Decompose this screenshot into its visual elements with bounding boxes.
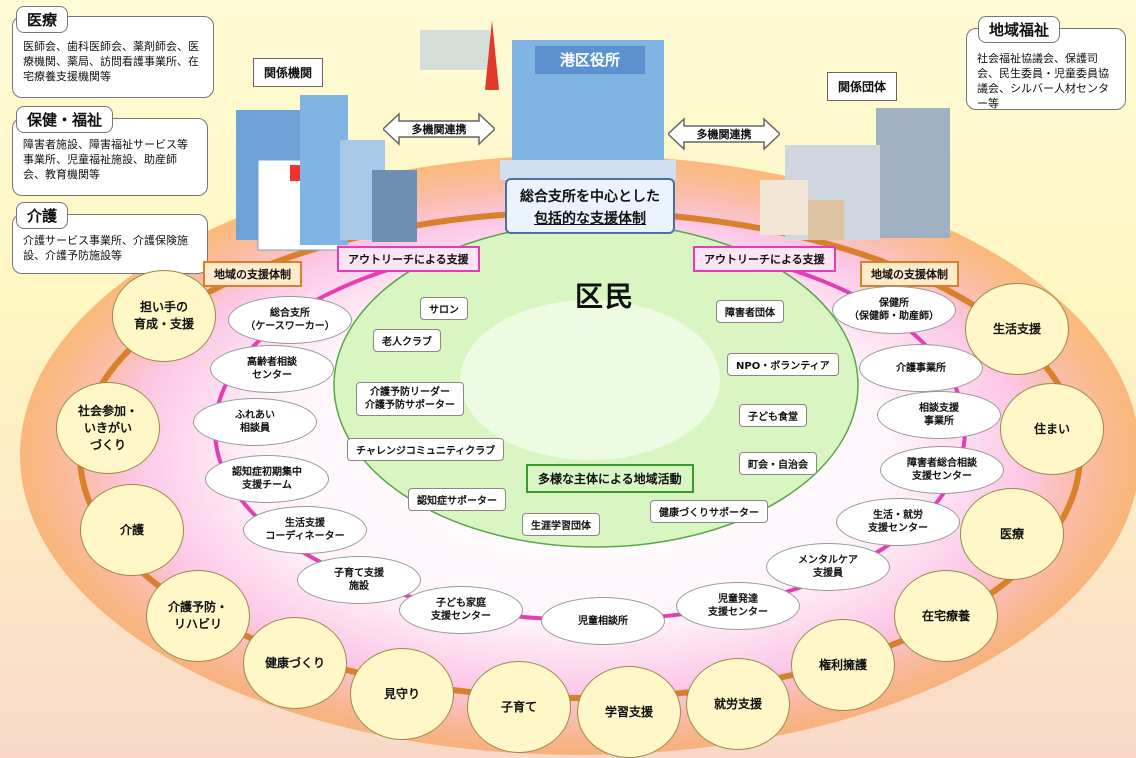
support-node: 生活支援コーディネーター bbox=[243, 506, 367, 554]
group-buildings bbox=[760, 108, 950, 240]
care-body: 介護サービス事業所、介護保険施設、介護予防施設等 bbox=[23, 234, 188, 262]
related-groups-tag: 関係団体 bbox=[827, 72, 898, 101]
outer-node: 就労支援 bbox=[686, 658, 790, 750]
outer-node: 健康づくり bbox=[243, 617, 347, 709]
activities-label: 多様な主体による地域活動 bbox=[526, 464, 694, 493]
activity-item: 生涯学習団体 bbox=[522, 513, 600, 536]
multi-agency-label-left: 多機関連携 bbox=[411, 123, 467, 136]
outer-node: 介護予防・リハビリ bbox=[146, 570, 250, 662]
outer-node: 医療 bbox=[960, 488, 1064, 580]
support-node: メンタルケア支援員 bbox=[766, 543, 890, 591]
outer-node: 見守り bbox=[350, 648, 454, 740]
support-node: 障害者総合相談支援センター bbox=[880, 446, 1004, 494]
activity-item: 健康づくりサポーター bbox=[650, 500, 768, 523]
outer-node: 生活支援 bbox=[965, 283, 1069, 375]
outer-node: 介護 bbox=[80, 484, 184, 576]
activity-item: チャレンジコミュニティクラブ bbox=[347, 438, 505, 461]
activity-item: 認知症サポーター bbox=[408, 488, 506, 511]
hub-line2: 包括的な支援体制 bbox=[534, 211, 646, 227]
support-node: 子育て支援施設 bbox=[297, 556, 421, 604]
medical-body: 医師会、歯科医師会、薬剤師会、医療機関、薬局、訪問看護事業所、在宅療養支援機関等 bbox=[23, 40, 199, 83]
outer-node: 子育て bbox=[467, 661, 571, 753]
hub-line1: 総合支所を中心とした bbox=[520, 189, 660, 205]
activity-item: 介護予防リーダー介護予防サポーター bbox=[356, 382, 464, 416]
support-node: 児童相談所 bbox=[541, 597, 665, 645]
support-node: 生活・就労支援センター bbox=[836, 498, 960, 546]
medical-box: 医師会、歯科医師会、薬剤師会、医療機関、薬局、訪問看護事業所、在宅療養支援機関等 bbox=[12, 16, 214, 98]
support-node: 相談支援事業所 bbox=[877, 391, 1001, 439]
inner-highlight bbox=[460, 300, 720, 460]
multi-agency-arrow-left: 多機関連携 bbox=[381, 112, 497, 146]
health-welfare-title: 保健・福祉 bbox=[16, 106, 114, 133]
hospital-buildings bbox=[236, 95, 417, 251]
outer-node: 在宅療養 bbox=[894, 570, 998, 662]
medical-title: 医療 bbox=[16, 6, 69, 33]
support-node: 介護事業所 bbox=[859, 344, 983, 392]
activity-item: 老人クラブ bbox=[373, 329, 441, 352]
activity-item: NPO・ボランティア bbox=[727, 353, 839, 376]
health-welfare-body: 障害者施設、障害福祉サービス等事業所、児童福祉施設、助産師会、教育機関等 bbox=[23, 138, 188, 181]
multi-agency-label-right: 多機関連携 bbox=[696, 128, 752, 141]
outreach-label-left: アウトリーチによる支援 bbox=[337, 246, 480, 272]
care-title: 介護 bbox=[16, 202, 69, 229]
outer-node: 権利擁護 bbox=[791, 619, 895, 711]
outer-node: 住まい bbox=[1000, 383, 1104, 475]
related-orgs-tag: 関係機関 bbox=[253, 58, 324, 87]
comprehensive-support-hub: 総合支所を中心とした 包括的な支援体制 bbox=[505, 178, 675, 234]
outreach-label-right: アウトリーチによる支援 bbox=[693, 246, 836, 272]
support-node: ふれあい相談員 bbox=[193, 398, 317, 446]
activity-item: 子ども食堂 bbox=[739, 404, 807, 427]
support-node: 総合支所（ケースワーカー） bbox=[228, 296, 352, 344]
community-welfare-body: 社会福祉協議会、保護司会、民生委員・児童委員協議会、シルバー人材センター等 bbox=[977, 52, 1109, 110]
support-node: 保健所（保健師・助産師） bbox=[832, 286, 956, 334]
outer-node: 社会参加・いきがいづくり bbox=[56, 382, 160, 474]
support-node: 児童発達支援センター bbox=[676, 582, 800, 630]
outer-node: 担い手の育成・支援 bbox=[112, 270, 216, 362]
multi-agency-arrow-right: 多機関連携 bbox=[666, 117, 782, 151]
community-welfare-title: 地域福祉 bbox=[978, 16, 1061, 43]
residents-title: 区民 bbox=[575, 280, 636, 313]
city-hall-building bbox=[420, 20, 676, 180]
activity-item: サロン bbox=[420, 297, 468, 320]
activity-item: 町会・自治会 bbox=[739, 452, 817, 475]
outer-node: 学習支援 bbox=[577, 666, 681, 758]
support-node: 認知症初期集中支援チーム bbox=[205, 455, 329, 503]
support-node: 高齢者相談センター bbox=[210, 345, 334, 393]
regional-label-right: 地域の支援体制 bbox=[860, 261, 959, 287]
regional-label-left: 地域の支援体制 bbox=[203, 261, 302, 287]
activity-item: 障害者団体 bbox=[716, 300, 784, 323]
city-hall-label: 港区役所 bbox=[535, 46, 645, 74]
support-node: 子ども家庭支援センター bbox=[399, 586, 523, 634]
